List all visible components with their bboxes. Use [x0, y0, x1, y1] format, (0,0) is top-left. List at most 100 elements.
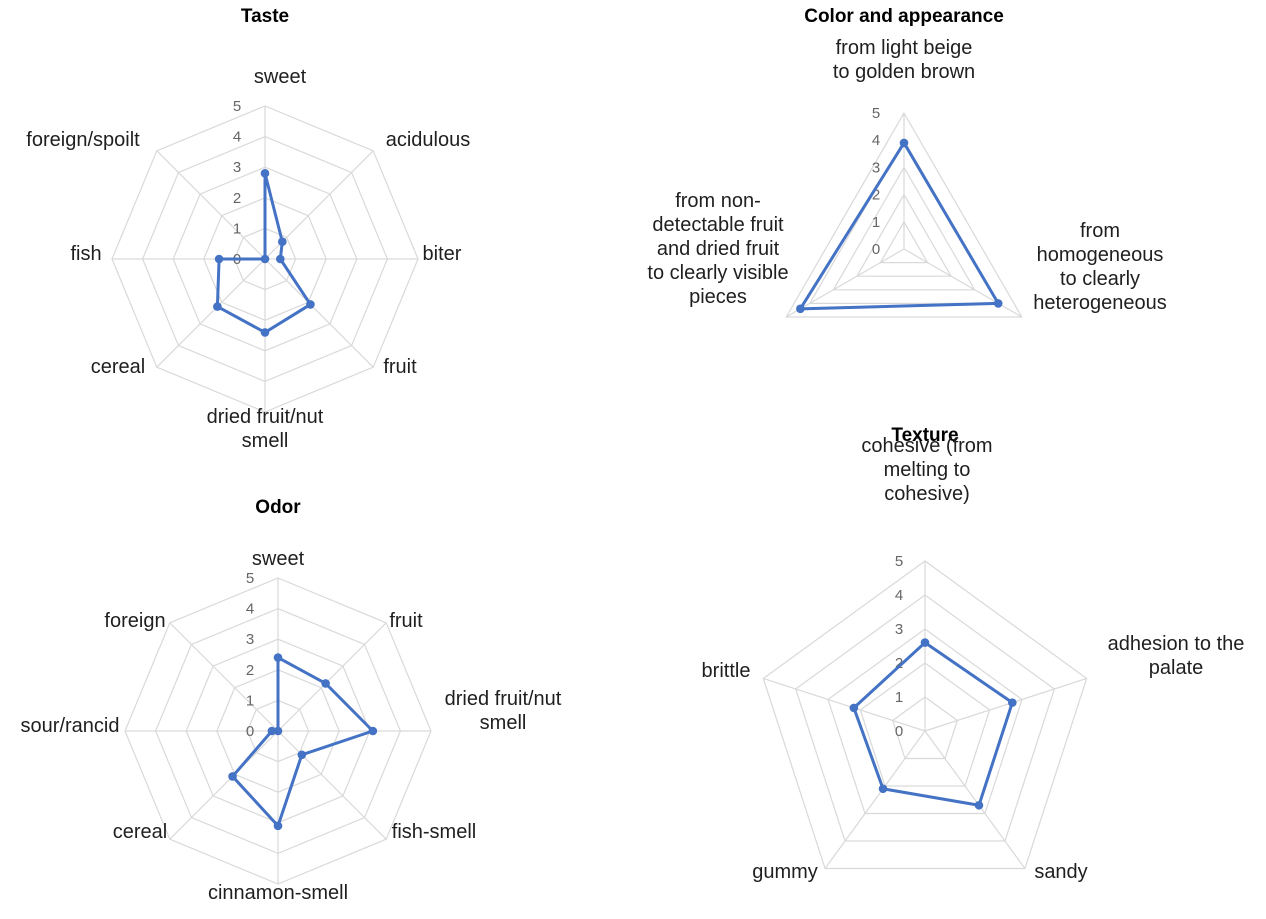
odor-chart-title: Odor: [255, 497, 301, 518]
odor-spoke: [277, 730, 387, 840]
color-and-appearance-tick-label: 5: [872, 105, 880, 122]
color-and-appearance-grid-ring-5: [785, 111, 1023, 318]
odor-data-point-cinnamon-smell: [273, 821, 283, 831]
taste-data-point-dried-fruit-nut-smell: [260, 328, 270, 337]
texture-tick-label: 4: [895, 587, 903, 604]
odor-data-point-sour-rancid: [267, 726, 277, 736]
texture-grid-ring-2: [859, 662, 991, 787]
taste-category-label-fruit: fruit: [383, 356, 417, 378]
taste-category-label-fish: fish: [70, 243, 101, 265]
texture-data-point-adhesion-to-the-palate: [1008, 698, 1017, 707]
odor-tick-label: 3: [246, 631, 254, 648]
odor-category-label-foreign: foreign: [104, 610, 165, 632]
odor-category-label-cereal: cereal: [113, 821, 167, 843]
color-and-appearance-grid-ring-2: [855, 193, 953, 277]
taste-series-line: [215, 171, 312, 334]
texture-category-label-brittle: brittle: [702, 660, 751, 682]
color-and-appearance-data-point-from-homogeneous-to-clearly-heterogeneous: [993, 299, 1003, 308]
texture-chart-title: Texture: [891, 425, 958, 446]
odor-tick-label: 2: [246, 662, 254, 679]
texture-data-point-brittle: [849, 703, 859, 713]
taste-data-point-fruit: [306, 300, 315, 309]
taste-category-label-cereal: cereal: [91, 356, 145, 378]
taste-tick-label: 4: [233, 129, 241, 146]
odor-tick-label: 4: [246, 601, 254, 618]
texture-spoke: [924, 677, 1087, 732]
color-and-appearance-tick-label: 0: [872, 241, 880, 258]
texture-spoke: [924, 730, 1026, 869]
color-and-appearance-data-point-from-non-detectable-fruit-and-dried-fruit-to-clearly-visible-pieces: [796, 304, 805, 314]
texture-tick-label: 5: [895, 553, 903, 570]
color-and-appearance-chart-title: Color and appearance: [804, 6, 1004, 27]
taste-data-point-foreign-spoilt: [260, 254, 270, 264]
odor-data-point-fruit: [321, 679, 330, 688]
texture-grid-ring-4: [794, 594, 1056, 842]
texture-series-line: [852, 641, 1014, 807]
taste-data-point-biter: [276, 254, 285, 264]
odor-category-label-sour-rancid: sour/rancid: [21, 715, 120, 737]
taste-tick-label: 2: [233, 190, 241, 207]
texture-grid-ring-1: [891, 696, 959, 760]
color-and-appearance-data-point-from-light-beige-to-golden-brown: [899, 138, 909, 148]
taste-data-point-cereal: [213, 302, 222, 311]
odor-tick-label: 5: [246, 570, 254, 587]
taste-radar-chart: Taste012345sweetacidulousbiterfruitdried…: [26, 6, 470, 452]
taste-data-point-fish: [214, 254, 224, 264]
taste-tick-label: 5: [233, 98, 241, 115]
texture-tick-label: 0: [895, 723, 903, 740]
odor-data-point-cereal: [228, 772, 237, 781]
texture-spoke: [763, 677, 926, 732]
texture-data-point-sandy: [974, 800, 984, 810]
odor-category-label-fruit: fruit: [389, 610, 423, 632]
texture-category-label-gummy: gummy: [752, 861, 818, 883]
taste-spoke: [156, 150, 266, 260]
color-and-appearance-spoke: [903, 248, 1023, 318]
color-and-appearance-tick-label: 2: [872, 187, 880, 204]
texture-tick-label: 1: [895, 689, 903, 706]
texture-grid-ring-3: [827, 628, 1023, 815]
color-and-appearance-tick-label: 1: [872, 214, 880, 231]
color-and-appearance-grid-ring-3: [832, 166, 976, 291]
taste-data-point-sweet: [260, 169, 270, 178]
color-and-appearance-grid-ring-1: [879, 220, 929, 264]
taste-tick-label: 1: [233, 220, 241, 237]
taste-data-point-acidulous: [278, 237, 287, 246]
texture-tick-label: 2: [895, 655, 903, 672]
texture-data-point-cohesive-from-melting-to-cohesive: [920, 638, 930, 647]
color-and-appearance-tick-label: 3: [872, 159, 880, 176]
taste-category-label-foreign-spoilt: foreign/spoilt: [26, 129, 140, 151]
odor-tick-label: 0: [246, 723, 254, 740]
taste-category-label-biter: biter: [423, 243, 462, 265]
odor-spoke: [169, 622, 279, 732]
texture-tick-label: 3: [895, 621, 903, 638]
taste-spoke: [156, 258, 266, 368]
odor-category-label-sweet: sweet: [252, 548, 305, 570]
texture-spoke: [824, 730, 926, 869]
odor-category-label-fish-smell: fish-smell: [392, 821, 476, 843]
odor-data-point-sweet: [273, 653, 283, 662]
odor-tick-label: 1: [246, 692, 254, 709]
taste-tick-label: 3: [233, 159, 241, 176]
texture-grid-ring-5: [762, 560, 1088, 870]
odor-data-point-dried-fruit-nut-smell: [368, 726, 378, 736]
odor-spoke: [277, 622, 387, 732]
odor-category-label-cinnamon-smell: cinnamon-smell: [208, 882, 348, 904]
texture-category-label-sandy: sandy: [1034, 861, 1087, 883]
taste-chart-title: Taste: [241, 6, 289, 27]
color-and-appearance-series-line: [798, 141, 1000, 311]
taste-spoke: [264, 258, 374, 368]
texture-data-point-gummy: [878, 784, 888, 794]
color-and-appearance-spoke: [785, 248, 905, 318]
odor-data-point-fish-smell: [297, 750, 307, 760]
